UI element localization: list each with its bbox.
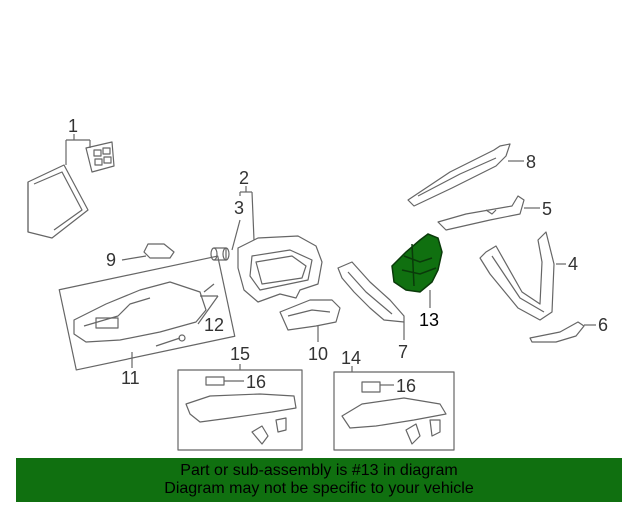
part-8-long-trim [407,143,511,207]
callout-2: 2 [239,168,249,188]
part-3-knob [210,247,230,261]
callout-8: 8 [526,152,536,172]
leader-3 [231,219,241,251]
callout-14: 14 [341,348,361,368]
leader-12 [197,295,219,325]
part-13-highlighted-bracket [391,233,443,293]
callout-9: 9 [106,250,116,270]
part-9-clip [143,243,175,259]
banner-line-1: Part or sub-assembly is #13 in diagram [180,462,458,479]
callout-13: 13 [419,310,439,330]
part-12-screws [155,283,218,347]
callout-7: 7 [398,342,408,362]
callout-12: 12 [204,315,224,335]
part-11-frame [58,255,236,371]
part-15-assembly [185,376,297,445]
callout-6: 6 [598,315,608,335]
part-10-bracket [279,299,341,331]
callout-10: 10 [308,344,328,364]
part-14-box [333,371,455,451]
part-6-trim [529,321,585,343]
callout-16a: 16 [246,372,266,392]
banner-line-2: Diagram may not be specific to your vehi… [164,480,474,497]
part-2-cluster-bezel [237,235,323,303]
part-11-lower-panel [73,281,207,343]
leader-9 [121,255,147,261]
part-14-assembly [341,381,447,445]
callout-1: 1 [68,116,78,136]
callout-5: 5 [542,199,552,219]
fitment-banner: Part or sub-assembly is #13 in diagram D… [16,458,622,502]
part-5-trim-strip [437,195,525,231]
callout-15: 15 [230,344,250,364]
callout-11: 11 [121,368,140,388]
part-4-trim-ring [479,231,555,321]
leader-2 [239,186,255,241]
leader-1 [65,134,91,165]
parts-diagram: 1 2 3 4 5 6 7 8 9 10 11 12 13 14 15 16 1… [27,116,608,451]
callout-16b: 16 [396,376,416,396]
callout-3: 3 [234,198,244,218]
part-1-switch-panel [27,141,115,239]
callout-4: 4 [568,254,578,274]
